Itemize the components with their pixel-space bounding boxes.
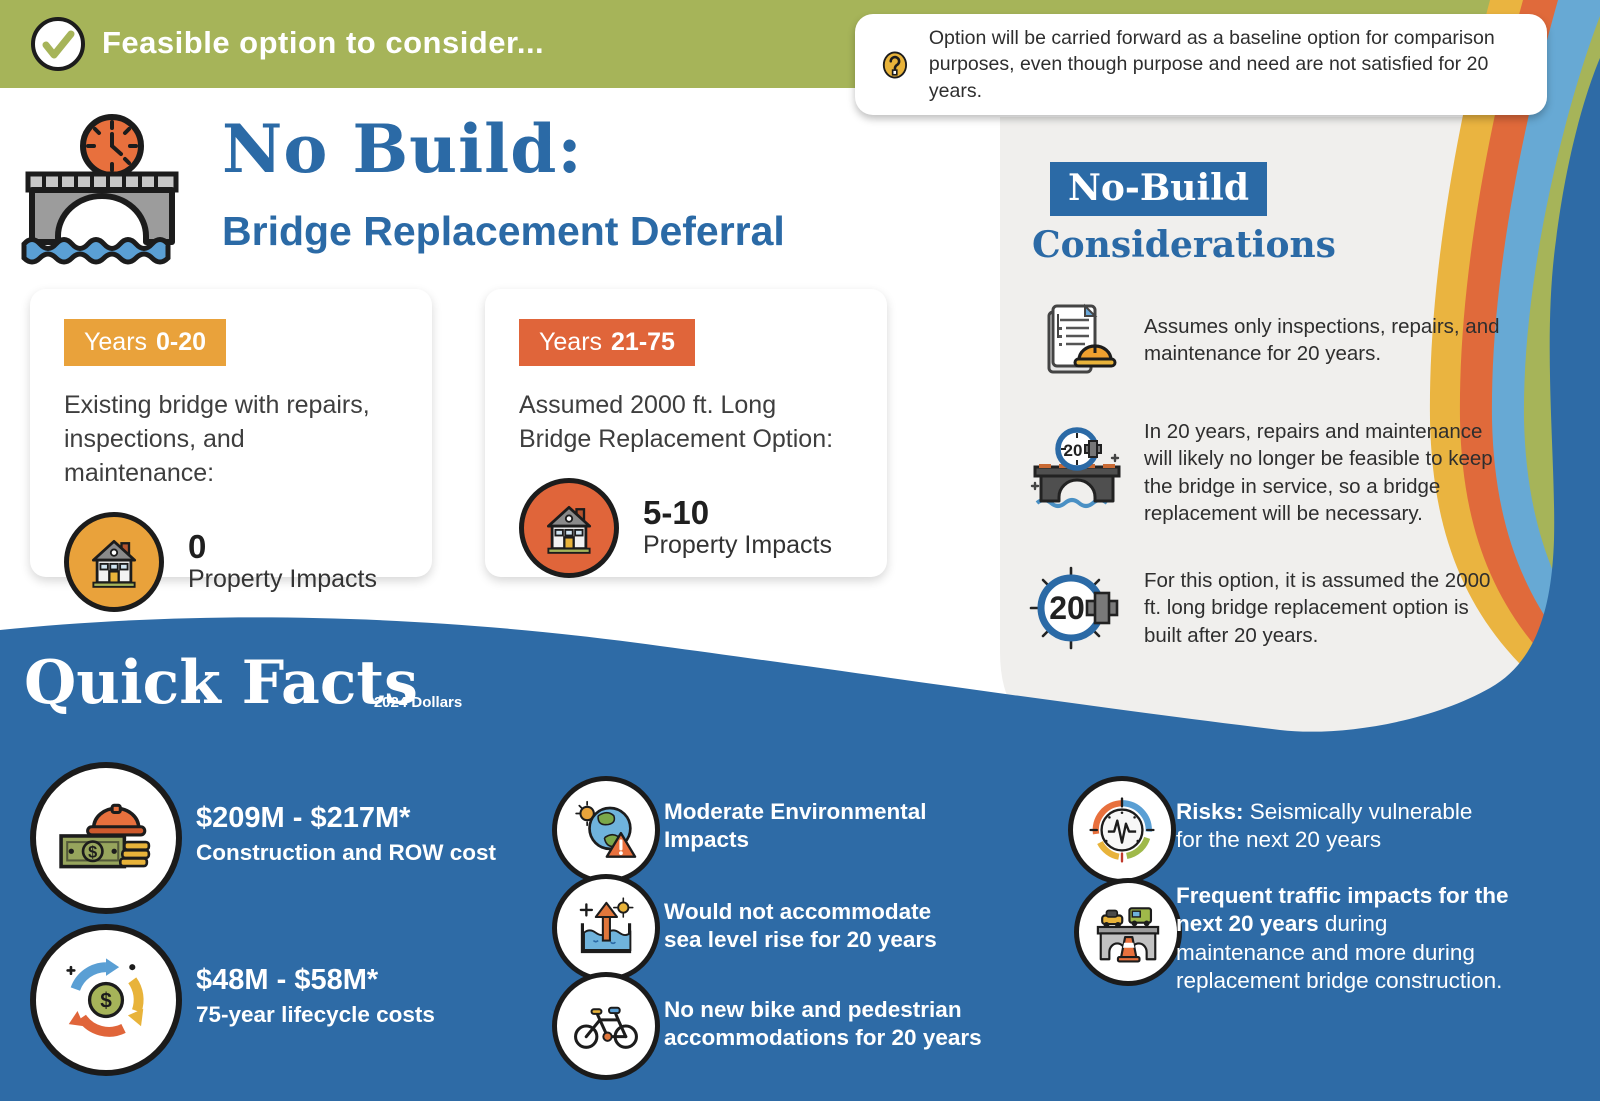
check-circle-icon: [31, 17, 85, 71]
page-title: No Build:: [222, 110, 583, 188]
svg-text:20: 20: [1049, 590, 1085, 626]
risk-fact-text: Risks: Seismically vulnerable for the ne…: [1176, 799, 1473, 853]
banner-title: Feasible option to consider...: [102, 25, 545, 60]
svg-text:$: $: [100, 990, 112, 1013]
svg-text:$: $: [88, 843, 97, 861]
inspection-checklist-hardhat-icon: [1026, 298, 1128, 382]
house-icon: [64, 512, 164, 612]
impact-fact-text: No new bike and pedestrian accommodation…: [664, 997, 982, 1051]
impact-label: Property Impacts: [188, 564, 377, 593]
bridge-clock-icon: [21, 114, 179, 265]
impact-label: Property Impacts: [643, 530, 832, 559]
callout-text: Option will be carried forward as a base…: [928, 27, 1495, 102]
traffic-bridge-cone-icon: [1074, 878, 1182, 986]
consideration-text: Assumes only inspections, repairs, and m…: [1144, 314, 1500, 365]
consideration-item: Assumes only inspections, repairs, and m…: [1026, 298, 1504, 382]
card-description: Existing bridge with repairs, inspection…: [64, 391, 370, 487]
property-impacts: 0 Property Impacts: [64, 512, 398, 612]
timer-20-plus-icon: 20: [1026, 566, 1128, 650]
svg-text:20: 20: [1064, 441, 1083, 460]
page-subtitle: Bridge Replacement Deferral: [222, 208, 785, 254]
bridge-timer-20-plus-icon: 20: [1026, 426, 1128, 519]
cost-value: $48M - $58M*: [196, 964, 379, 996]
cost-fact: $48M - $58M* 75-year lifecycle costs: [196, 962, 435, 1029]
impact-value: 5-10: [643, 494, 710, 532]
cost-label: Construction and ROW cost: [196, 840, 496, 866]
house-icon: [519, 478, 619, 578]
impact-fact-text: Moderate Environmental Impacts: [664, 799, 927, 853]
card-description: Assumed 2000 ft. Long Bridge Replacement…: [519, 391, 834, 453]
considerations-heading-chip: No-Build: [1050, 162, 1267, 216]
consideration-text: For this option, it is assumed the 2000 …: [1144, 569, 1491, 647]
dollars-note: *2024 Dollars: [368, 694, 463, 711]
consideration-item: 20 For this option, it is assumed the 20…: [1026, 566, 1504, 650]
impact-value: 0: [188, 528, 207, 566]
cost-value: $209M - $217M*: [196, 802, 411, 834]
consideration-item: 20 In 20 years, repairs and maintenance …: [1026, 418, 1504, 527]
considerations-heading: Considerations: [1032, 224, 1336, 266]
seismic-gauge-icon: [1068, 776, 1176, 884]
risk-fact-text: Frequent traffic impacts for the next 20…: [1176, 883, 1509, 994]
consideration-text: In 20 years, repairs and maintenance wil…: [1144, 420, 1493, 525]
impact-fact-text: Would not accommodate sea level rise for…: [664, 899, 937, 953]
property-impacts: 5-10 Property Impacts: [519, 478, 853, 578]
bicycle-icon: [552, 972, 660, 1080]
money-hardhat-icon: $: [30, 762, 182, 914]
cost-fact: $209M - $217M* Construction and ROW cost: [196, 800, 496, 867]
globe-warning-icon: [552, 776, 660, 884]
sea-level-rise-icon: [552, 874, 660, 982]
baseline-callout: Option will be carried forward as a base…: [855, 14, 1547, 115]
quick-facts-heading: Quick Facts: [24, 648, 418, 718]
cost-label: 75-year lifecycle costs: [196, 1002, 435, 1028]
lifecycle-dollar-icon: $: [30, 924, 182, 1076]
question-circle-icon: [882, 51, 908, 78]
